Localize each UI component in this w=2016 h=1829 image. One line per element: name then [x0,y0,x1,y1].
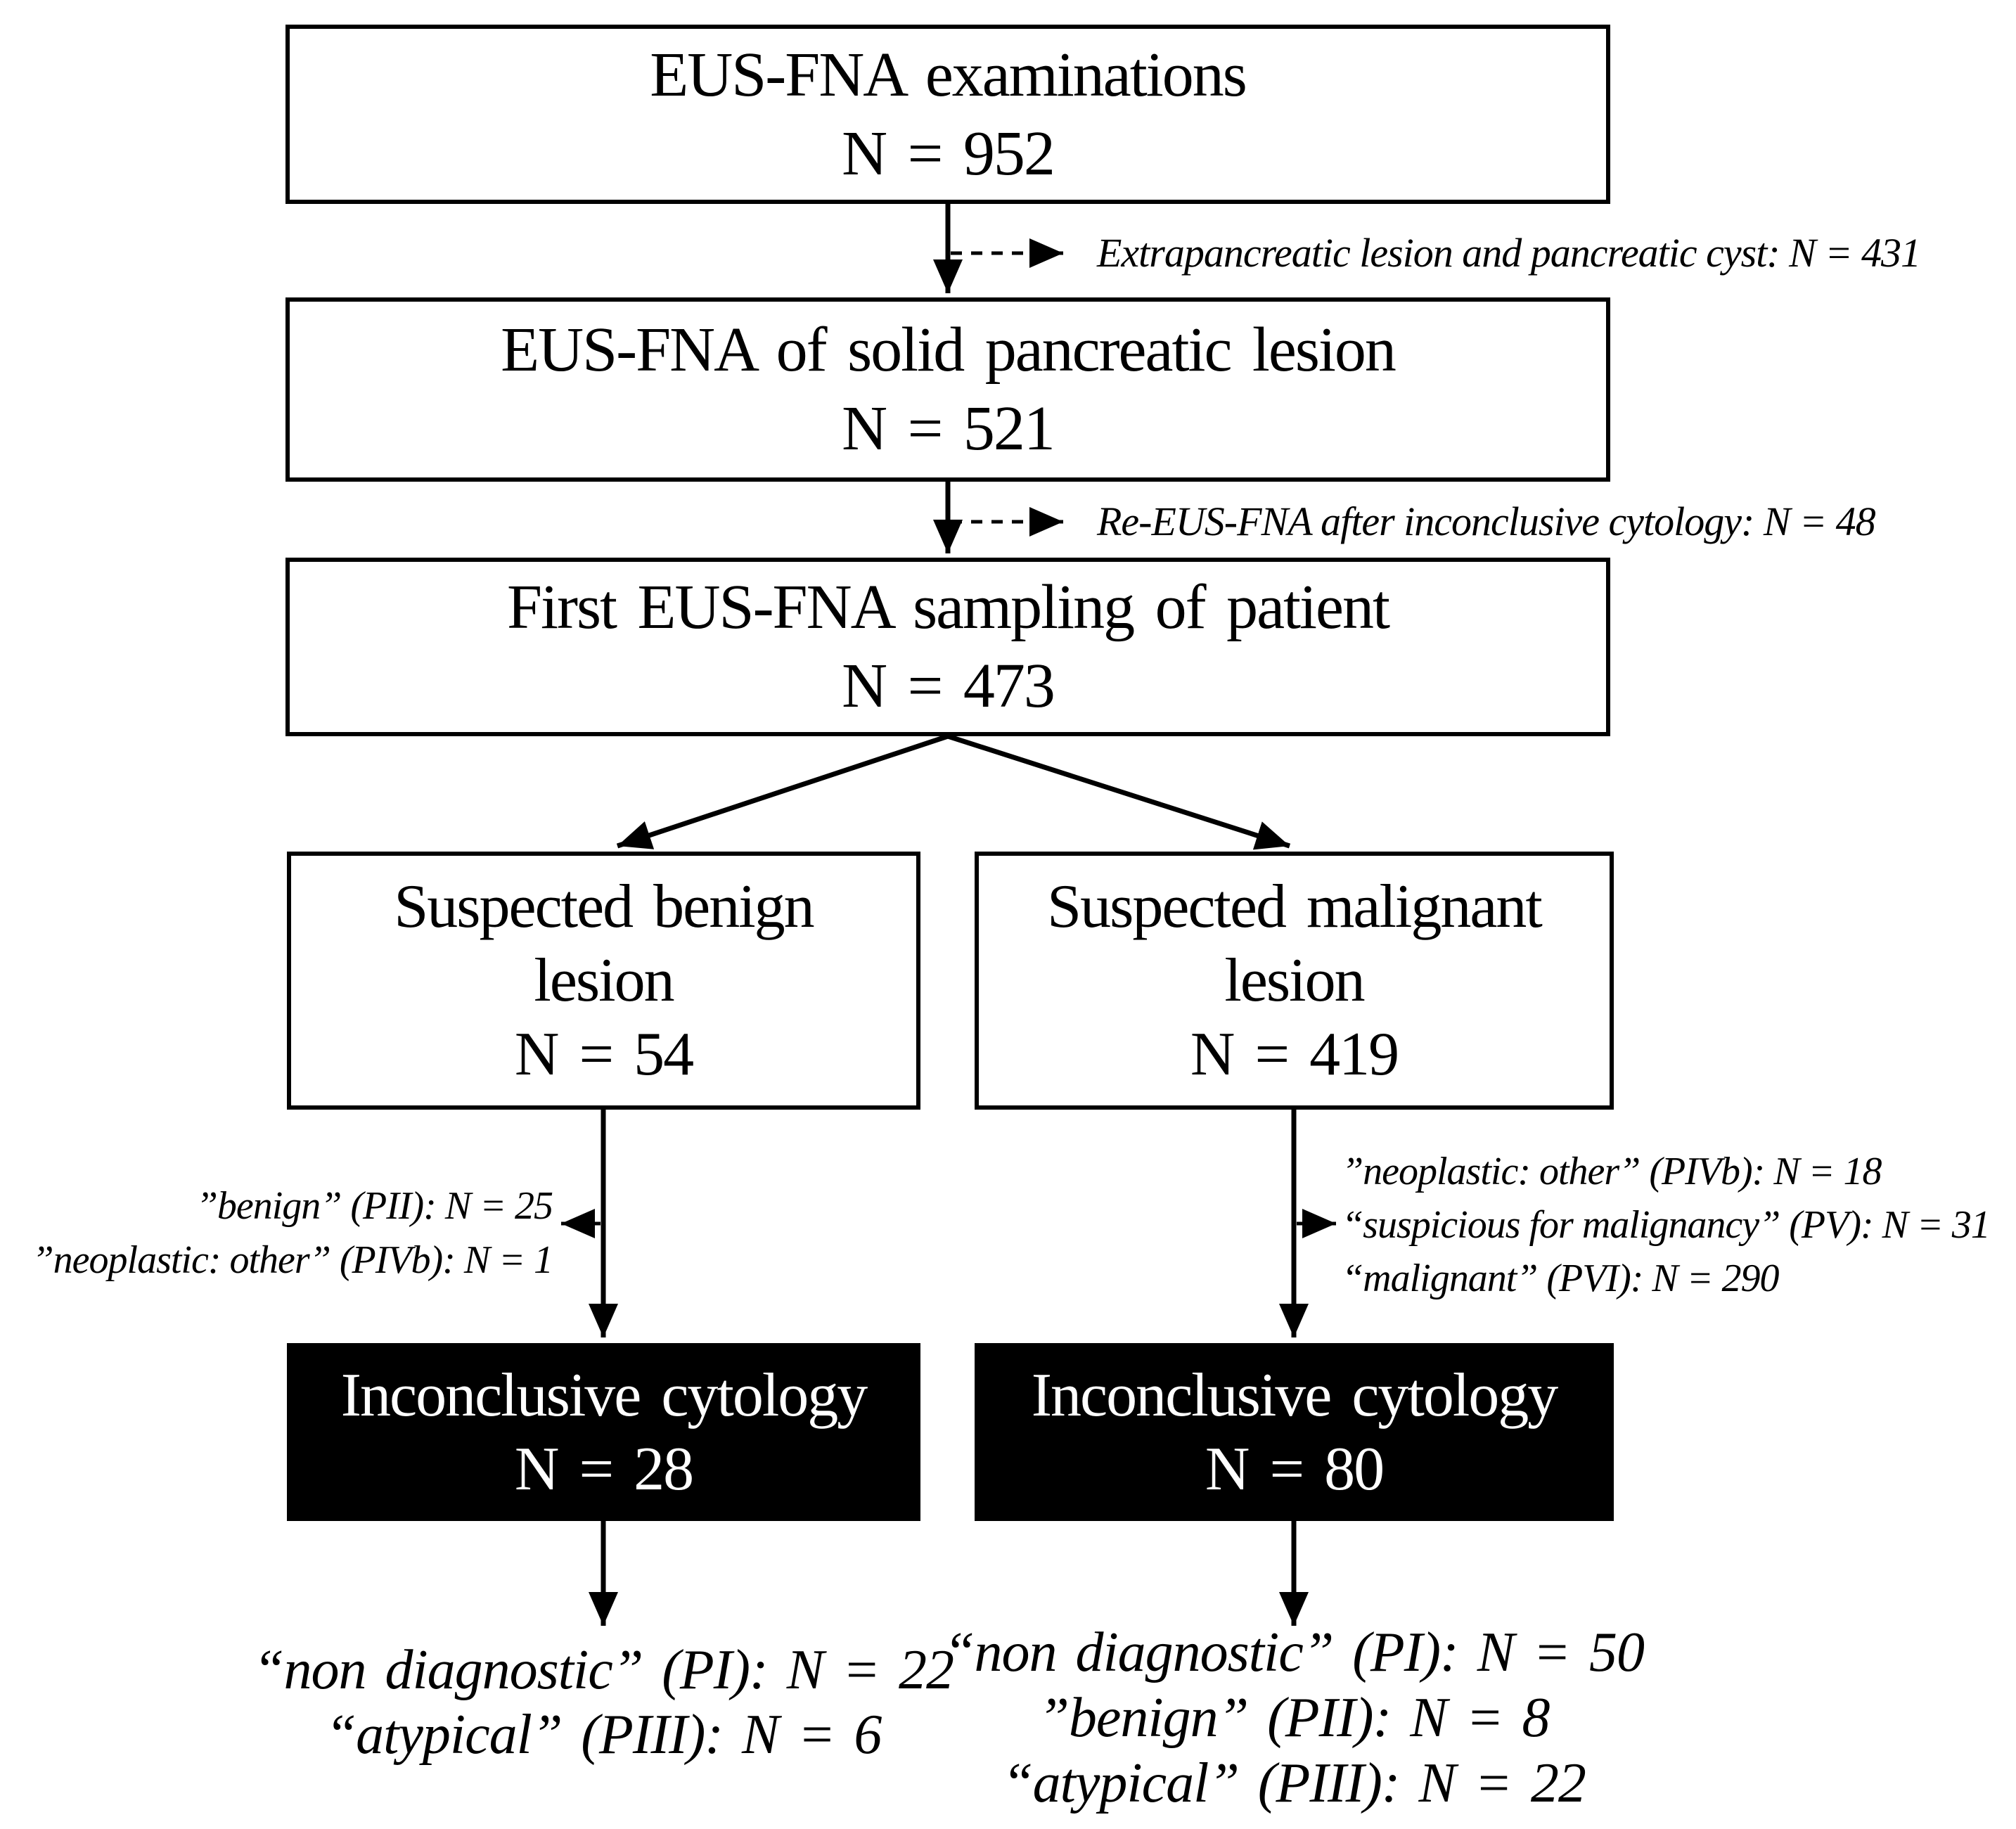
malignant-branch-note-2: “suspicious for malignancy” (PV): N = 31 [1342,1203,1991,1247]
malignant-branch-notes: ”neoplastic: other” (PIVb): N = 18 “susp… [1342,1145,1991,1305]
exclusion-note-extrapancreatic: Extrapancreatic lesion and pancreatic cy… [1097,230,1921,276]
malignant-branch-note-1: ”neoplastic: other” (PIVb): N = 18 [1342,1150,1882,1193]
box-title-line1: Suspected malignant [1047,873,1543,941]
benign-branch-note-2: ”neoplastic: other” (PIVb): N = 1 [32,1238,553,1282]
exclusion-note-re-eus-fna: Re-EUS-FNA after inconclusive cytology: … [1097,499,1876,544]
benign-branch-notes: ”benign” (PII): N = 25 ”neoplastic: othe… [14,1179,553,1288]
box-title-line1: Suspected benign [394,873,814,941]
box-suspected-benign-lesion: Suspected benign lesion N = 54 [287,852,920,1110]
box-title: First EUS-FNA sampling of patient [507,572,1390,642]
box-eus-fna-examinations: EUS-FNA examinations N = 952 [285,25,1610,204]
malignant-outcome-note-2: ”benign” (PII): N = 8 [1038,1687,1550,1749]
malignant-outcome-note-3: “atypical” (PIII): N = 22 [1002,1752,1586,1814]
box-n-value: N = 521 [842,394,1055,463]
box-n-value: N = 80 [1205,1435,1385,1503]
benign-outcome-note-1: “non diagnostic” (PI): N = 22 [252,1639,954,1701]
malignant-outcome-note-1: “non diagnostic” (PI): N = 50 [943,1622,1645,1683]
box-inconclusive-cytology-benign: Inconclusive cytology N = 28 [287,1343,920,1521]
box-n-value: N = 419 [1190,1020,1399,1089]
benign-outcome-note-2: “atypical” (PIII): N = 6 [325,1704,882,1766]
box-first-eus-fna-sampling: First EUS-FNA sampling of patient N = 47… [285,558,1610,736]
arrow-split-to-malignant [946,733,1291,850]
box-solid-pancreatic-lesion: EUS-FNA of solid pancreatic lesion N = 5… [285,297,1610,482]
box-n-value: N = 473 [842,651,1055,721]
benign-outcome-notes: “non diagnostic” (PI): N = 22 “atypical”… [162,1638,1045,1767]
malignant-branch-note-3: “malignant” (PVI): N = 290 [1342,1257,1780,1300]
box-title-line2: lesion [1224,946,1365,1015]
box-inconclusive-cytology-malignant: Inconclusive cytology N = 80 [975,1343,1614,1521]
benign-branch-note-1: ”benign” (PII): N = 25 [195,1184,553,1228]
box-title: Inconclusive cytology [1031,1361,1559,1430]
box-n-value: N = 28 [514,1435,694,1503]
box-title: EUS-FNA examinations [650,39,1247,110]
box-title: Inconclusive cytology [340,1361,868,1430]
box-n-value: N = 952 [842,118,1055,188]
box-title: EUS-FNA of solid pancreatic lesion [501,315,1397,385]
malignant-outcome-notes: “non diagnostic” (PI): N = 50 ”benign” (… [851,1620,1737,1816]
box-title-line2: lesion [534,946,674,1015]
box-suspected-malignant-lesion: Suspected malignant lesion N = 419 [975,852,1614,1110]
box-n-value: N = 54 [514,1020,694,1089]
arrow-split-to-benign [616,733,949,849]
